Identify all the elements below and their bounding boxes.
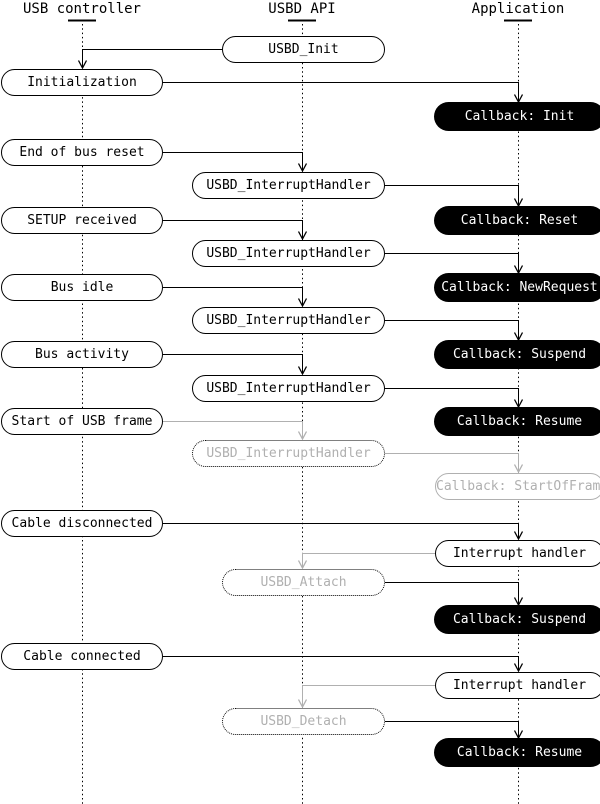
node-usbd-interrupthandler-1: USBD_InterruptHandler — [192, 172, 385, 199]
node-end-of-bus-reset: End of bus reset — [1, 139, 163, 166]
node-usbd-interrupthandler-ghost: USBD_InterruptHandler — [192, 440, 385, 467]
gray-connectors — [163, 421, 524, 709]
node-callback-startofframe: Callback: StartOfFrame — [435, 473, 600, 500]
node-interrupt-handler-2: Interrupt handler — [435, 672, 600, 699]
node-callback-resume-2: Callback: Resume — [435, 739, 600, 766]
node-start-of-usb-frame: Start of USB frame — [1, 408, 163, 435]
node-callback-suspend-1: Callback: Suspend — [435, 341, 600, 368]
node-callback-reset: Callback: Reset — [435, 207, 600, 234]
node-bus-idle: Bus idle — [1, 274, 163, 301]
node-cable-disconnected: Cable disconnected — [1, 510, 163, 537]
node-usbd-init: USBD_Init — [222, 36, 385, 63]
node-initialization: Initialization — [1, 69, 163, 96]
node-usbd-detach: USBD_Detach — [222, 708, 385, 735]
node-bus-activity: Bus activity — [1, 341, 163, 368]
node-interrupt-handler-1: Interrupt handler — [435, 540, 600, 567]
node-callback-suspend-2: Callback: Suspend — [435, 606, 600, 633]
node-callback-newrequest: Callback: NewRequest — [435, 274, 600, 301]
node-setup-received: SETUP received — [1, 207, 163, 234]
node-callback-init: Callback: Init — [435, 103, 600, 130]
node-usbd-attach: USBD_Attach — [222, 569, 385, 596]
node-callback-resume-1: Callback: Resume — [435, 408, 600, 435]
lane-title-usb-controller: USB controller — [22, 1, 141, 17]
lane-title-application: Application — [471, 1, 565, 17]
node-usbd-interrupthandler-4: USBD_InterruptHandler — [192, 375, 385, 402]
black-connectors — [77, 49, 524, 740]
node-cable-connected: Cable connected — [1, 643, 163, 670]
node-usbd-interrupthandler-3: USBD_InterruptHandler — [192, 307, 385, 334]
node-usbd-interrupthandler-2: USBD_InterruptHandler — [192, 240, 385, 267]
lane-title-usbd-api: USBD API — [268, 1, 336, 17]
